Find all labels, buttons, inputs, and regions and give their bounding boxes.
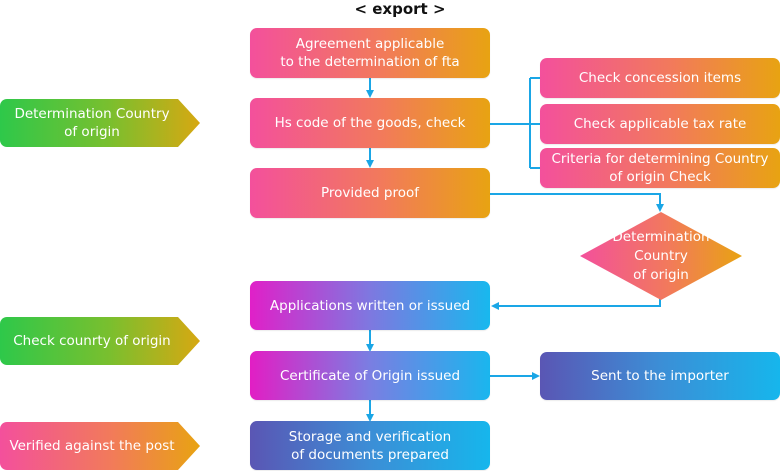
arrow-proof-to-decision xyxy=(490,193,664,212)
step-certificate: Certificate of Origin issued xyxy=(250,351,490,400)
check-criteria: Criteria for determining Country of orig… xyxy=(540,148,780,188)
side-label-check-country: Check counrty of origin xyxy=(0,317,200,365)
check-tax-rate: Check applicable tax rate xyxy=(540,104,780,144)
step-storage: Storage and verification of documents pr… xyxy=(250,421,490,470)
step-agreement: Agreement applicable to the determinatio… xyxy=(250,28,490,78)
side-label-determination: Determination Country of origin xyxy=(0,99,200,147)
step-hs-code: Hs code of the goods, check xyxy=(250,98,490,148)
diagram-title: < export > xyxy=(354,0,446,18)
branch-hs-to-checks xyxy=(490,77,540,169)
check-concession-items: Check concession items xyxy=(540,58,780,98)
step-sent-to-importer: Sent to the importer xyxy=(540,352,780,400)
step-applications: Applications written or issued xyxy=(250,281,490,330)
decision-label: Determination Country of origin xyxy=(612,228,710,283)
arrow-decision-to-applications xyxy=(491,292,661,310)
step-provided-proof: Provided proof xyxy=(250,168,490,218)
side-label-verified: Verified against the post xyxy=(0,422,200,470)
